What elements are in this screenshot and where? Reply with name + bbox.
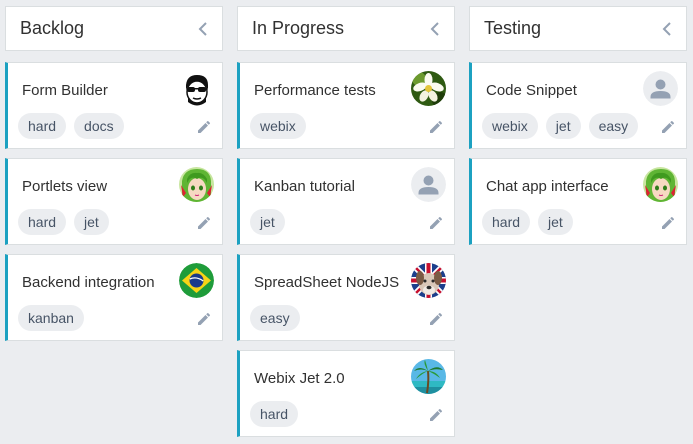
column-title: In Progress bbox=[252, 18, 345, 38]
tag[interactable]: webix bbox=[482, 113, 538, 139]
card-tags: kanban bbox=[18, 305, 84, 331]
pencil-icon[interactable] bbox=[660, 215, 676, 231]
pencil-icon[interactable] bbox=[428, 119, 444, 135]
pencil-icon[interactable] bbox=[660, 119, 676, 135]
kanban-column-testing: Testing Code Snippet webix jet easy Chat… bbox=[469, 6, 687, 245]
column-header: Backlog bbox=[5, 6, 223, 51]
card-title: Performance tests bbox=[254, 82, 376, 99]
user-avatar-sunglasses[interactable] bbox=[179, 71, 214, 106]
kanban-card[interactable]: Kanban tutorial jet bbox=[237, 158, 455, 245]
tag[interactable]: jet bbox=[545, 113, 581, 139]
user-avatar-brazil-flag[interactable] bbox=[179, 263, 214, 298]
tag[interactable]: kanban bbox=[18, 305, 84, 331]
tag[interactable]: easy bbox=[588, 113, 639, 139]
card-tags: easy bbox=[250, 305, 300, 331]
card-title: Webix Jet 2.0 bbox=[254, 370, 345, 387]
card-title: Form Builder bbox=[22, 82, 108, 99]
card-tags: hard jet bbox=[18, 209, 109, 235]
tag[interactable]: hard bbox=[18, 209, 67, 235]
column-title: Backlog bbox=[20, 18, 85, 38]
pencil-icon[interactable] bbox=[196, 311, 212, 327]
pencil-icon[interactable] bbox=[428, 311, 444, 327]
tag[interactable]: hard bbox=[18, 113, 67, 139]
user-avatar-dog[interactable] bbox=[411, 263, 446, 298]
tag[interactable]: docs bbox=[74, 113, 124, 139]
kanban-column-backlog: Backlog Form Builder hard docs bbox=[5, 6, 223, 341]
kanban-card[interactable]: SpreadSheet NodeJS easy bbox=[237, 254, 455, 341]
chevron-left-icon[interactable] bbox=[194, 20, 212, 38]
tag[interactable]: jet bbox=[250, 209, 285, 235]
pencil-icon[interactable] bbox=[196, 215, 212, 231]
tag[interactable]: hard bbox=[250, 401, 299, 427]
pencil-icon[interactable] bbox=[428, 215, 444, 231]
card-title: SpreadSheet NodeJS bbox=[254, 274, 400, 291]
tag[interactable]: webix bbox=[250, 113, 306, 139]
user-avatar-green-hair[interactable] bbox=[643, 167, 678, 202]
default-user-avatar[interactable] bbox=[643, 71, 678, 106]
kanban-card[interactable]: Chat app interface hard jet bbox=[469, 158, 687, 245]
user-avatar-green-hair[interactable] bbox=[179, 167, 214, 202]
pencil-icon[interactable] bbox=[196, 119, 212, 135]
user-avatar-flower[interactable] bbox=[411, 71, 446, 106]
kanban-card[interactable]: Webix Jet 2.0 hard bbox=[237, 350, 455, 437]
card-title: Chat app interface bbox=[486, 178, 609, 195]
card-tags: hard jet bbox=[482, 209, 573, 235]
card-title: Code Snippet bbox=[486, 82, 577, 99]
card-title: Kanban tutorial bbox=[254, 178, 355, 195]
card-tags: webix bbox=[250, 113, 306, 139]
card-tags: hard docs bbox=[18, 113, 124, 139]
kanban-card[interactable]: Backend integration kanban bbox=[5, 254, 223, 341]
user-avatar-palm-tree[interactable] bbox=[411, 359, 446, 394]
column-header: Testing bbox=[469, 6, 687, 51]
card-tags: jet bbox=[250, 209, 285, 235]
column-header: In Progress bbox=[237, 6, 455, 51]
default-user-avatar[interactable] bbox=[411, 167, 446, 202]
tag[interactable]: hard bbox=[482, 209, 531, 235]
column-title: Testing bbox=[484, 18, 542, 38]
kanban-card[interactable]: Performance tests webix bbox=[237, 62, 455, 149]
kanban-card[interactable]: Form Builder hard docs bbox=[5, 62, 223, 149]
tag[interactable]: easy bbox=[250, 305, 300, 331]
tag[interactable]: jet bbox=[538, 209, 573, 235]
card-tags: webix jet easy bbox=[482, 113, 639, 139]
chevron-left-icon[interactable] bbox=[658, 20, 676, 38]
kanban-column-in-progress: In Progress Performance tests webix bbox=[237, 6, 455, 437]
chevron-left-icon[interactable] bbox=[426, 20, 444, 38]
kanban-card[interactable]: Portlets view hard jet bbox=[5, 158, 223, 245]
card-tags: hard bbox=[250, 401, 299, 427]
pencil-icon[interactable] bbox=[428, 407, 444, 423]
tag[interactable]: jet bbox=[74, 209, 109, 235]
card-title: Portlets view bbox=[22, 178, 108, 195]
kanban-card[interactable]: Code Snippet webix jet easy bbox=[469, 62, 687, 149]
card-title: Backend integration bbox=[22, 274, 155, 291]
